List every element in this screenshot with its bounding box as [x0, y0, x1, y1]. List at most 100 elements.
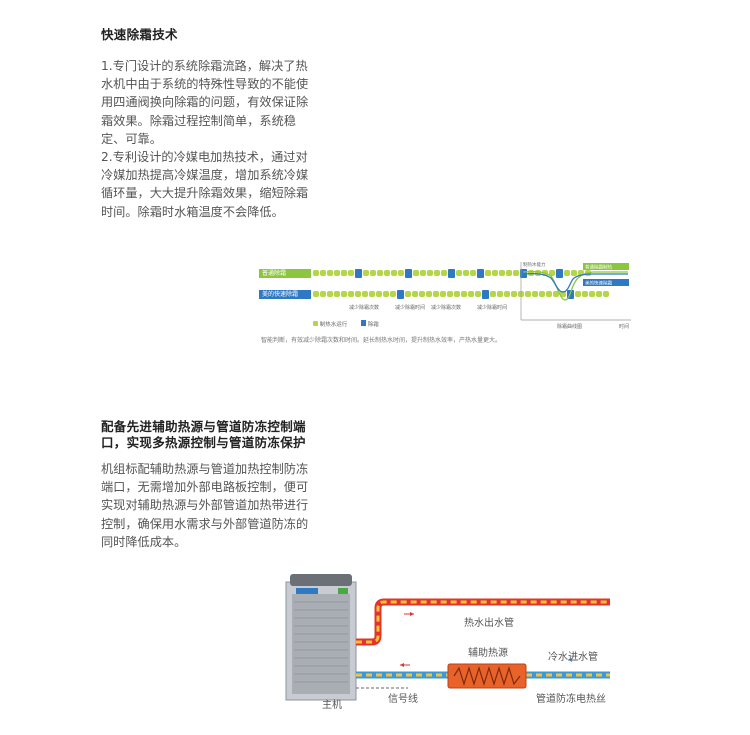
hot-pipe-heater — [356, 600, 610, 644]
run-dot — [313, 270, 319, 276]
run-dot — [564, 270, 570, 276]
section1-line: 水机中由于系统的特殊性导致的不能使 — [101, 77, 309, 92]
run-dot — [582, 291, 588, 297]
run-dot — [348, 270, 354, 276]
run-dot — [511, 291, 517, 297]
run-dot — [575, 291, 581, 297]
run-dot — [327, 291, 333, 297]
aux-heater-coil — [453, 665, 521, 687]
section1-line: 2.专利设计的冷媒电加热技术，通过对 — [101, 150, 308, 165]
run-dot — [485, 270, 491, 276]
run-dot — [490, 291, 496, 297]
defrost-block — [397, 289, 404, 299]
curve-b-text: 美的快速除霜 — [585, 280, 612, 287]
midea-defrost-curve — [522, 272, 628, 293]
hot-flow-arrowhead — [410, 612, 414, 616]
run-dot — [506, 270, 512, 276]
section2-line: 机组标配辅助热源与管道加热控制防冻 — [101, 462, 309, 476]
section1-line: 用四通阀换向除霜的问题，有效保证除 — [101, 95, 309, 110]
curve-chart-label: 除霜曲线图 — [557, 323, 582, 330]
run-dot — [341, 291, 347, 297]
run-dot — [398, 270, 404, 276]
defrost-block — [482, 289, 489, 299]
main-unit-fins — [294, 601, 348, 683]
reduce-count-label: 减少除霜次数 — [349, 305, 380, 311]
run-dot — [320, 291, 326, 297]
run-dot — [596, 291, 602, 297]
run-dot — [327, 270, 333, 276]
run-dot — [578, 270, 584, 276]
hot-water-label: 热水出水管 — [464, 618, 514, 629]
run-dot — [334, 270, 340, 276]
run-dot — [499, 270, 505, 276]
section1-line: 时间。除霜时水箱温度不会降低。 — [101, 204, 284, 219]
run-dot — [461, 291, 467, 297]
run-dot — [546, 291, 552, 297]
run-dot — [539, 291, 545, 297]
run-dot — [355, 291, 361, 297]
run-dot — [454, 291, 460, 297]
curve-b-tag — [583, 279, 629, 286]
section2-line: 实现对辅助热源与外部管道加热带进行 — [101, 498, 309, 513]
run-dot — [412, 291, 418, 297]
run-dot — [320, 270, 326, 276]
run-dot — [513, 270, 519, 276]
aux-heat-label: 辅助热源 — [468, 648, 508, 659]
run-dot — [475, 291, 481, 297]
run-dot — [492, 270, 498, 276]
run-dot — [468, 291, 474, 297]
run-dot — [440, 291, 446, 297]
run-dot — [427, 270, 433, 276]
run-dot — [553, 291, 559, 297]
defrost-block — [405, 268, 412, 278]
run-dot — [390, 291, 396, 297]
section2-title-line: 口，实现多热源控制与管道防冻保护 — [101, 435, 306, 450]
run-dot — [313, 291, 319, 297]
run-dot — [504, 291, 510, 297]
main-unit-grille — [292, 594, 350, 694]
pipe-heater-label: 管道防冻电热丝 — [536, 694, 606, 705]
run-dot — [535, 270, 541, 276]
run-dot — [528, 270, 534, 276]
aux-flow-arrowhead — [400, 663, 404, 667]
defrost-diagram: 普通除霜 美的快速除霜 减少除霜次数 减少除霜时间 减少除霜次数 减少除霜时间 … — [255, 258, 640, 353]
defrost-block — [477, 268, 484, 278]
run-dot — [525, 291, 531, 297]
run-dot — [426, 291, 432, 297]
legend-run-swatch — [313, 321, 318, 326]
defrost-block — [556, 268, 563, 278]
main-unit-fan — [290, 574, 352, 586]
run-dot — [463, 270, 469, 276]
run-dot — [447, 291, 453, 297]
x-axis-label: 时间 — [619, 323, 629, 330]
normal-defrost-label: 普通除霜 — [259, 269, 311, 278]
section2-body: 机组标配辅助热源与管道加热控制防冻 端口，无需增加外部电路板控制，便可 实现对辅… — [101, 460, 313, 551]
run-dot — [456, 270, 462, 276]
defrost-block — [355, 268, 362, 278]
signal-line-label: 信号线 — [388, 694, 418, 705]
curve-a-tag — [583, 263, 629, 270]
system-diagram: 热水出水管 辅助热源 冷水进水管 主机 信号线 管道防冻电热丝 — [278, 572, 628, 712]
legend-run: 制热水运行 — [313, 320, 347, 328]
section1-title: 快速除霜技术 — [101, 27, 178, 42]
main-unit-label: 主机 — [322, 700, 342, 711]
run-dot — [560, 291, 566, 297]
reduce-time-label: 减少除霜时间 — [477, 305, 508, 311]
reduce-count-label: 减少除霜次数 — [431, 305, 462, 311]
run-dot — [377, 270, 383, 276]
run-dot — [341, 270, 347, 276]
run-dot — [370, 270, 376, 276]
section1-line: 冷媒加热提高冷媒温度，增加系统冷媒 — [101, 168, 309, 183]
system-diagram-graphic — [285, 574, 610, 701]
run-dot — [433, 291, 439, 297]
section1-body: 1.专门设计的系统除霜流路，解决了热 水机中由于系统的特殊性导致的不能使 用四通… — [101, 57, 313, 221]
defrost-block — [448, 268, 455, 278]
run-dot — [549, 270, 555, 276]
run-dot — [348, 291, 354, 297]
legend-defrost-text: 除霜 — [367, 322, 379, 328]
section2-title-line: 配备先进辅助热源与管道防冻控制端 — [101, 419, 306, 434]
run-dot — [497, 291, 503, 297]
run-dot — [413, 270, 419, 276]
section2-line: 控制，确保用水需求与外部管道防冻的 — [101, 516, 309, 531]
legend-run-text: 制热水运行 — [319, 322, 348, 328]
